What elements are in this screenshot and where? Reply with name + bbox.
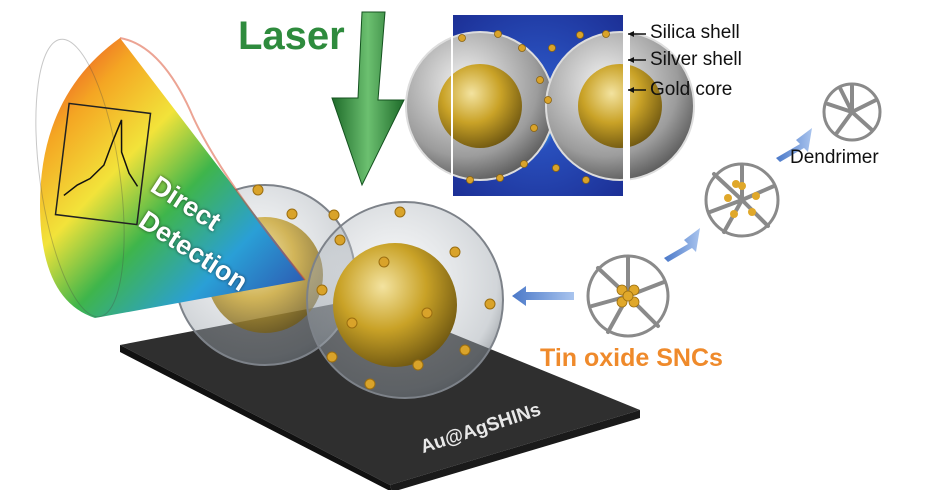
tin-oxide-label: Tin oxide SNCs <box>540 344 723 372</box>
nanoparticle-front <box>306 201 504 399</box>
process-arrows <box>512 128 812 306</box>
gold-core-label: Gold core <box>650 79 733 100</box>
tin-oxide-clusters <box>246 184 496 390</box>
dendrimer-3 <box>586 254 670 338</box>
silica-shell-label: Silica shell <box>650 22 740 43</box>
silver-shell-label: Silver shell <box>650 49 742 70</box>
dendrimer-2 <box>704 162 780 238</box>
spectrum-plot <box>54 102 152 226</box>
dendrimer-1 <box>822 82 882 142</box>
laser-label: Laser <box>238 14 345 58</box>
laser-arrow <box>331 11 405 187</box>
inset-panel <box>405 13 695 198</box>
dendrimer-label: Dendrimer <box>790 147 879 168</box>
